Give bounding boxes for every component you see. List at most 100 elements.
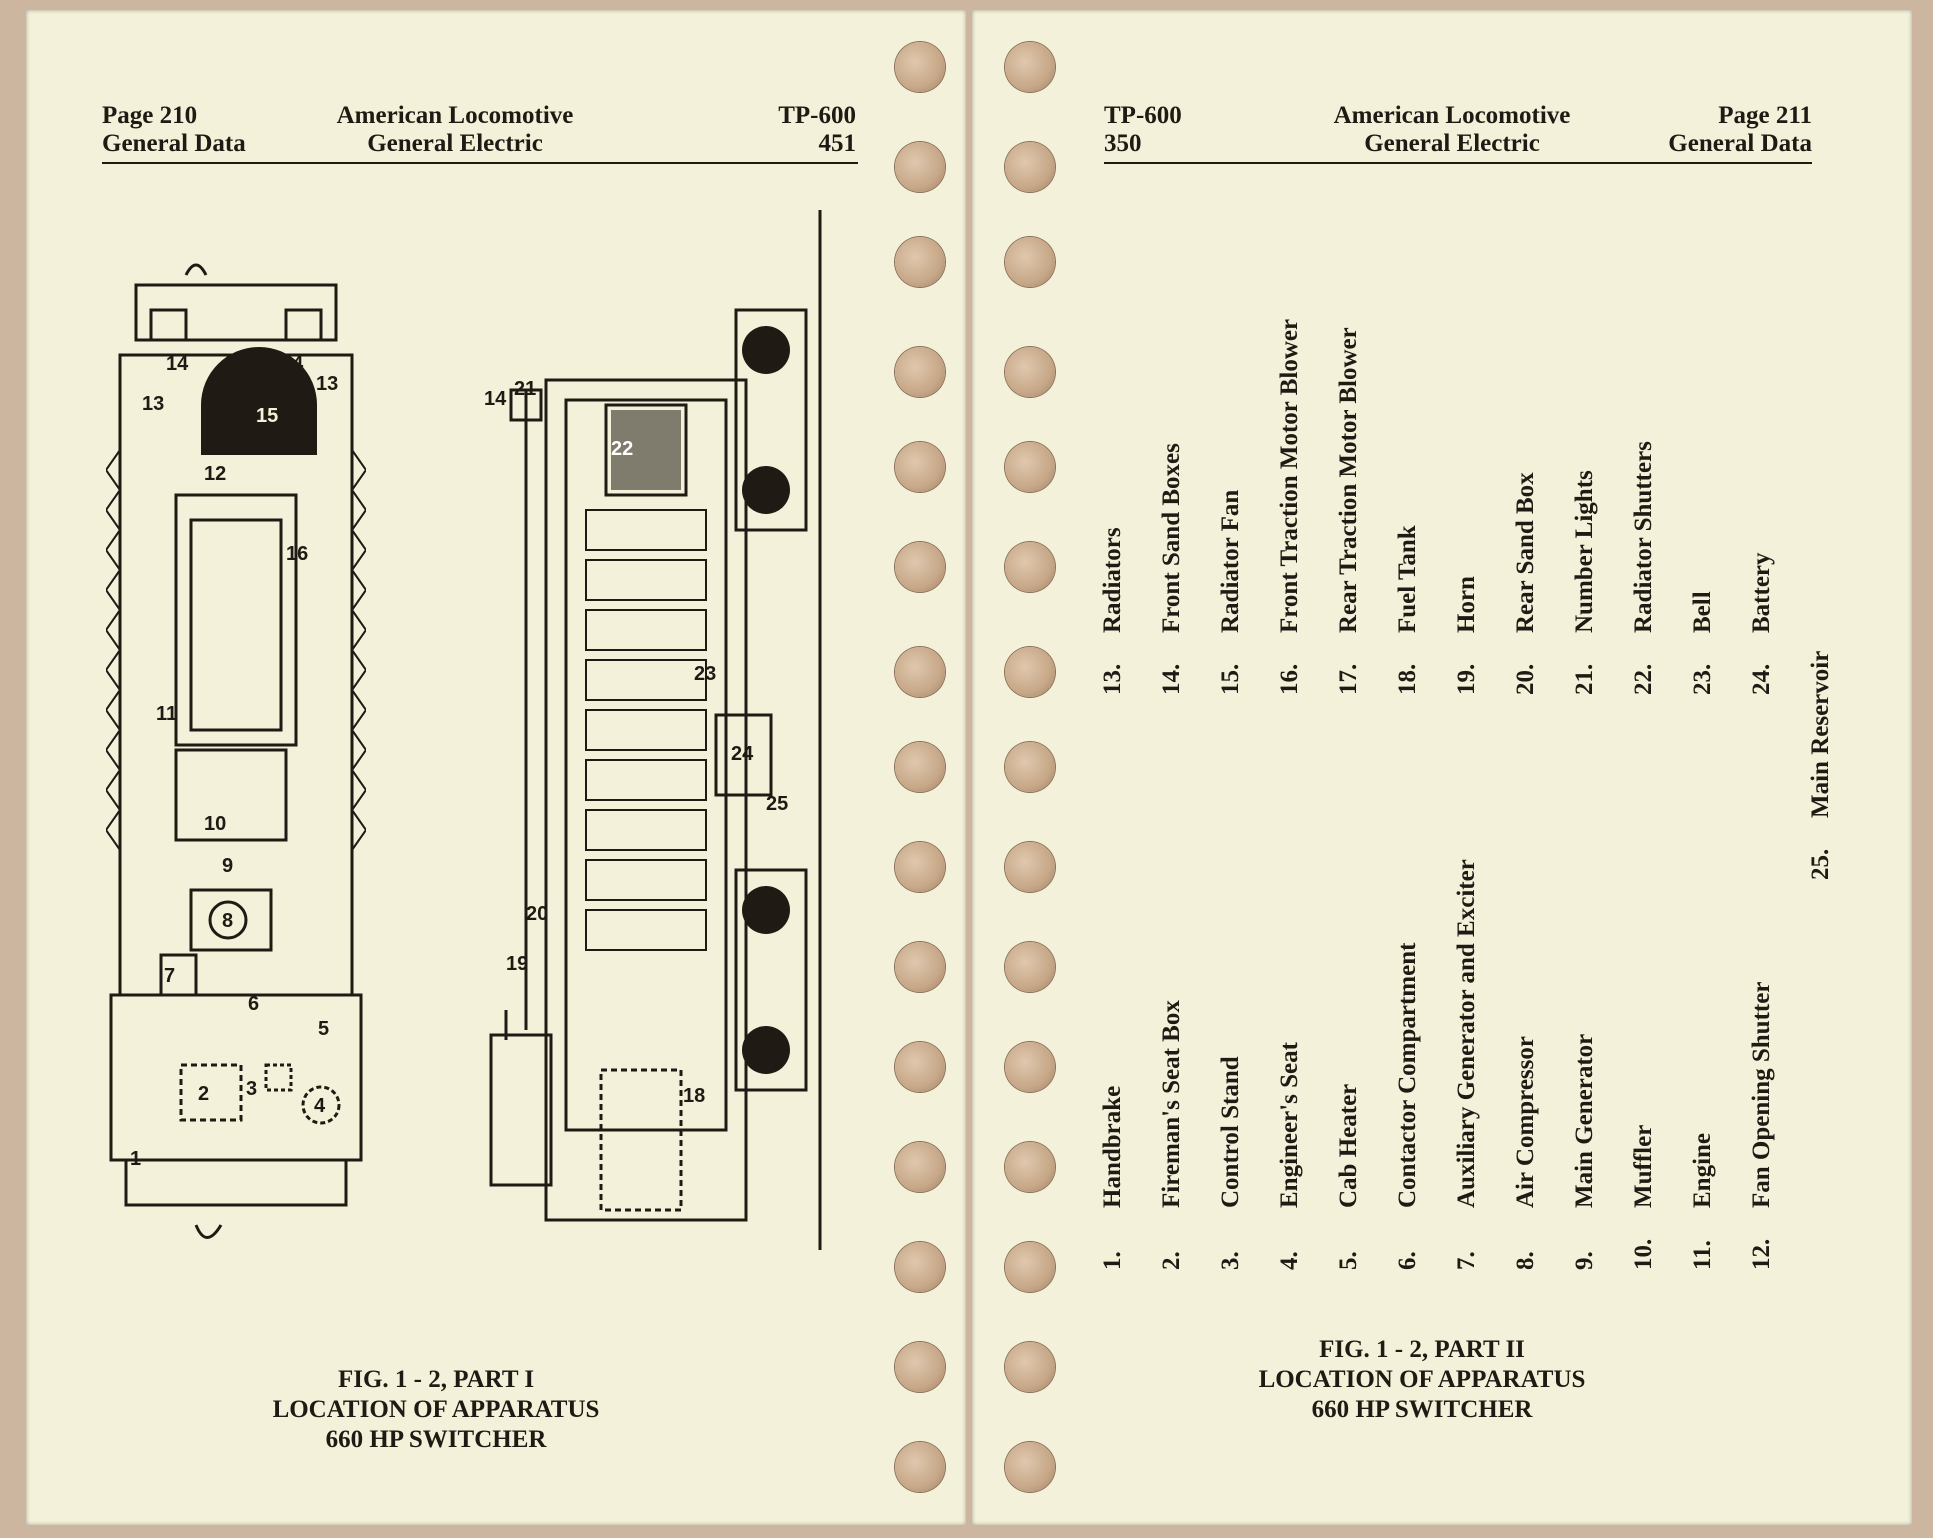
punch-hole: [895, 1242, 945, 1292]
legend-item: 12.Fan Opening Shutter: [1748, 981, 1775, 1270]
side-callout: 20: [526, 903, 548, 925]
punch-hole: [895, 1442, 945, 1492]
caption-line: 660 HP SWITCHER: [325, 1426, 547, 1453]
plan-callout: 12: [204, 463, 226, 485]
plan-callout: 8: [222, 910, 233, 932]
legend-item: 23.Bell: [1689, 591, 1716, 695]
figure-caption-left: FIG. 1 - 2, PART I LOCATION OF APPARATUS…: [176, 1365, 696, 1455]
legend-item: 19.Horn: [1453, 576, 1480, 695]
side-callout: 25: [766, 793, 788, 815]
company-name-line2-left: General Electric: [367, 130, 543, 157]
legend-item: 15.Radiator Fan: [1217, 489, 1244, 695]
section-title-right: General Data: [1668, 130, 1812, 157]
plan-callout: 1: [130, 1148, 141, 1170]
plan-callout: 2: [198, 1083, 209, 1105]
legend-item: 18.Fuel Tank: [1394, 525, 1421, 695]
legend-item: 8.Air Compressor: [1512, 1036, 1539, 1270]
caption-line: FIG. 1 - 2, PART I: [337, 1366, 535, 1393]
legend-item: 13.Radiators: [1099, 527, 1126, 695]
punch-hole: [895, 647, 945, 697]
legend-item: 9.Main Generator: [1571, 1033, 1598, 1270]
page-number-left: Page 210: [102, 102, 198, 129]
legend-item: 24.Battery: [1748, 552, 1775, 695]
legend-item: 21.Number Lights: [1571, 470, 1598, 695]
plan-view-diagram: 1 2 3 4 5 6 7 8 9 10 11 12 13 13 14 14 1…: [106, 263, 366, 1239]
side-callout: 21: [514, 378, 536, 400]
punch-hole: [895, 742, 945, 792]
punch-hole: [1005, 842, 1055, 892]
doc-number-left: 451: [818, 130, 857, 157]
side-callout: 24: [731, 743, 754, 765]
side-callout: 23: [694, 663, 716, 685]
plan-callout: 5: [318, 1018, 329, 1040]
punch-hole: [1005, 1042, 1055, 1092]
section-title-left: General Data: [102, 130, 246, 157]
punch-hole: [1005, 1242, 1055, 1292]
plan-callout: 13: [142, 393, 164, 415]
punch-hole: [1005, 542, 1055, 592]
plan-callout: 14: [166, 353, 189, 375]
legend-item: 7.Auxiliary Generator and Exciter: [1453, 859, 1480, 1270]
punch-hole: [1005, 742, 1055, 792]
punch-hole: [1005, 237, 1055, 287]
side-callout: 14: [484, 388, 507, 410]
punch-hole: [1005, 442, 1055, 492]
caption-line: LOCATION OF APPARATUS: [272, 1396, 600, 1423]
left-page: Page 210 General Data American Locomotiv…: [26, 10, 966, 1525]
punch-hole: [1005, 942, 1055, 992]
figure-caption-right: FIG. 1 - 2, PART II LOCATION OF APPARATU…: [1162, 1335, 1682, 1425]
header-rule-right: [1104, 162, 1812, 164]
legend-item: 10.Muffler: [1630, 1124, 1657, 1270]
doc-code-left: TP-600: [778, 102, 856, 129]
doc-code-right: TP-600: [1104, 102, 1182, 129]
legend-item: 17.Rear Traction Motor Blower: [1335, 327, 1362, 695]
legend-item: 3.Control Stand: [1217, 1056, 1244, 1270]
legend-item: 6.Contactor Compartment: [1394, 942, 1421, 1270]
punch-hole: [1005, 1342, 1055, 1392]
plan-callout: 14: [281, 353, 304, 375]
plan-callout: 11: [156, 703, 177, 725]
plan-callout: 6: [248, 993, 259, 1015]
plan-callout: 10: [204, 813, 226, 835]
punch-hole: [895, 1042, 945, 1092]
punch-hole: [895, 842, 945, 892]
punch-hole: [895, 142, 945, 192]
caption-line: FIG. 1 - 2, PART II: [1319, 1336, 1525, 1363]
legend-item: 25.Main Reservoir: [1807, 650, 1834, 880]
legend-item: 11.Engine: [1689, 1132, 1716, 1270]
page-number-right: Page 211: [1718, 102, 1812, 129]
punch-hole: [895, 347, 945, 397]
legend-item: 1.Handbrake: [1099, 1085, 1126, 1270]
side-callout: 19: [506, 953, 528, 975]
legend-item: 5.Cab Heater: [1335, 1083, 1362, 1270]
punch-hole: [895, 1342, 945, 1392]
punch-hole: [895, 42, 945, 92]
company-name-line2-right: General Electric: [1364, 130, 1540, 157]
side-callout: 22: [611, 438, 633, 460]
header-rule-left: [102, 162, 858, 164]
plan-callout: 13: [316, 373, 338, 395]
punch-hole: [1005, 1442, 1055, 1492]
legend-item: 22.Radiator Shutters: [1630, 441, 1657, 695]
doc-number-right: 350: [1104, 130, 1142, 157]
company-name-line1-right: American Locomotive: [1333, 102, 1571, 129]
caption-line: 660 HP SWITCHER: [1311, 1396, 1533, 1423]
plan-callout: 7: [164, 965, 175, 987]
punch-hole: [1005, 42, 1055, 92]
legend-item: 14.Front Sand Boxes: [1158, 443, 1185, 695]
legend-item: 4.Engineer's Seat: [1276, 1042, 1303, 1270]
punch-hole: [1005, 1142, 1055, 1192]
punch-hole: [1005, 647, 1055, 697]
punch-hole: [1005, 142, 1055, 192]
plan-callout: 4: [314, 1095, 326, 1117]
caption-line: LOCATION OF APPARATUS: [1258, 1366, 1586, 1393]
right-page: TP-600 350 American Locomotive General E…: [972, 10, 1912, 1525]
punch-hole: [895, 442, 945, 492]
punch-hole: [895, 542, 945, 592]
company-name-line1-left: American Locomotive: [336, 102, 574, 129]
punch-hole: [895, 237, 945, 287]
punch-hole: [1005, 347, 1055, 397]
plan-callout: 16: [286, 543, 308, 565]
punch-hole: [895, 1142, 945, 1192]
legend-item: 16.Front Traction Motor Blower: [1276, 318, 1303, 695]
